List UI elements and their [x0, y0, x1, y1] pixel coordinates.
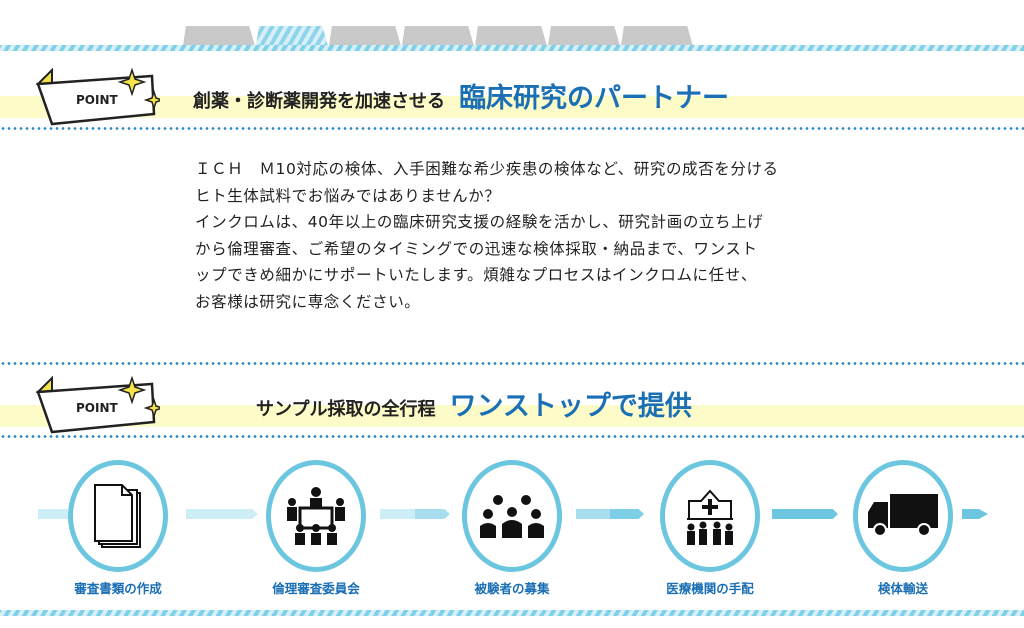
nav-tab[interactable]: [548, 26, 620, 46]
point-badge-icon: POINT: [35, 375, 160, 434]
section-heading: サンプル採取の全行程 ワンストップで提供: [256, 384, 692, 423]
process-step: 医療機関の手配: [650, 460, 770, 597]
paragraph-line: ヒト生体試料でお悩みではありませんか？: [195, 186, 501, 205]
flow-arrow: [772, 509, 838, 519]
intro-paragraph: ＩＣＨ Ｍ10対応の検体、入手困難な希少疾患の検体など、研究の成否を分ける ヒト…: [195, 156, 779, 315]
heading-title: 臨床研究のパートナー: [459, 83, 729, 114]
bottom-stripe-divider: [0, 610, 1024, 616]
step-circle: [266, 460, 366, 572]
people-group-icon: [480, 495, 544, 538]
flow-arrow: [38, 509, 68, 519]
flow-arrow: [186, 509, 258, 519]
flow-arrow: [962, 509, 988, 519]
top-stripe-divider: [0, 45, 1024, 51]
step-label: 倫理審査委員会: [272, 581, 360, 596]
dotted-divider: [0, 127, 1024, 130]
heading-subtitle: サンプル採取の全行程: [256, 399, 436, 420]
section-heading: 創薬・診断薬開発を加速させる 臨床研究のパートナー: [193, 76, 729, 115]
dotted-divider: [0, 362, 1024, 365]
truck-icon: [868, 494, 938, 537]
heading-subtitle: 創薬・診断薬開発を加速させる: [193, 91, 445, 112]
step-label: 医療機関の手配: [666, 581, 754, 596]
paragraph-line: ップできめ細かにサポートいたします。煩雑なプロセスはインクロムに任せ、: [195, 266, 757, 284]
nav-tab[interactable]: [402, 26, 474, 46]
top-nav-tabs: [183, 26, 693, 46]
step-label: 審査書類の作成: [74, 581, 162, 596]
nav-tab-active[interactable]: [256, 26, 328, 46]
step-circle: [660, 460, 760, 572]
nav-tab[interactable]: [621, 26, 693, 46]
hospital-icon: [687, 489, 733, 545]
process-step: 審査書類の作成: [58, 460, 178, 597]
nav-tab[interactable]: [475, 26, 547, 46]
highlight-band: [0, 96, 1024, 118]
dotted-divider: [0, 435, 1024, 438]
flow-arrow: [380, 509, 450, 519]
paragraph-line: から倫理審査、ご希望のタイミングでの迅速な検体採取・納品まで、ワンスト: [195, 239, 758, 258]
committee-icon: [287, 487, 345, 545]
paragraph-line: お客様は研究に専念ください。: [195, 292, 421, 311]
point-badge-text: POINT: [76, 401, 119, 415]
step-label: 被験者の募集: [474, 581, 550, 596]
highlight-band: [0, 405, 1024, 427]
heading-title: ワンストップで提供: [449, 391, 692, 422]
point-badge-icon: POINT: [35, 67, 160, 126]
step-circle: [853, 460, 953, 572]
step-circle: [462, 460, 562, 572]
flow-arrow: [576, 509, 644, 519]
nav-tab[interactable]: [329, 26, 401, 46]
process-step: 倫理審査委員会: [256, 460, 376, 597]
process-step: 被験者の募集: [452, 460, 572, 597]
process-step: 検体輸送: [843, 460, 963, 597]
documents-icon: [94, 484, 141, 548]
nav-tab[interactable]: [183, 26, 255, 46]
paragraph-line: ＩＣＨ Ｍ10対応の検体、入手困難な希少疾患の検体など、研究の成否を分ける: [195, 160, 779, 178]
paragraph-line: インクロムは、40年以上の臨床研究支援の経験を活かし、研究計画の立ち上げ: [195, 213, 764, 231]
step-circle: [68, 460, 168, 572]
point-badge-text: POINT: [76, 93, 119, 107]
step-label: 検体輸送: [877, 581, 928, 596]
